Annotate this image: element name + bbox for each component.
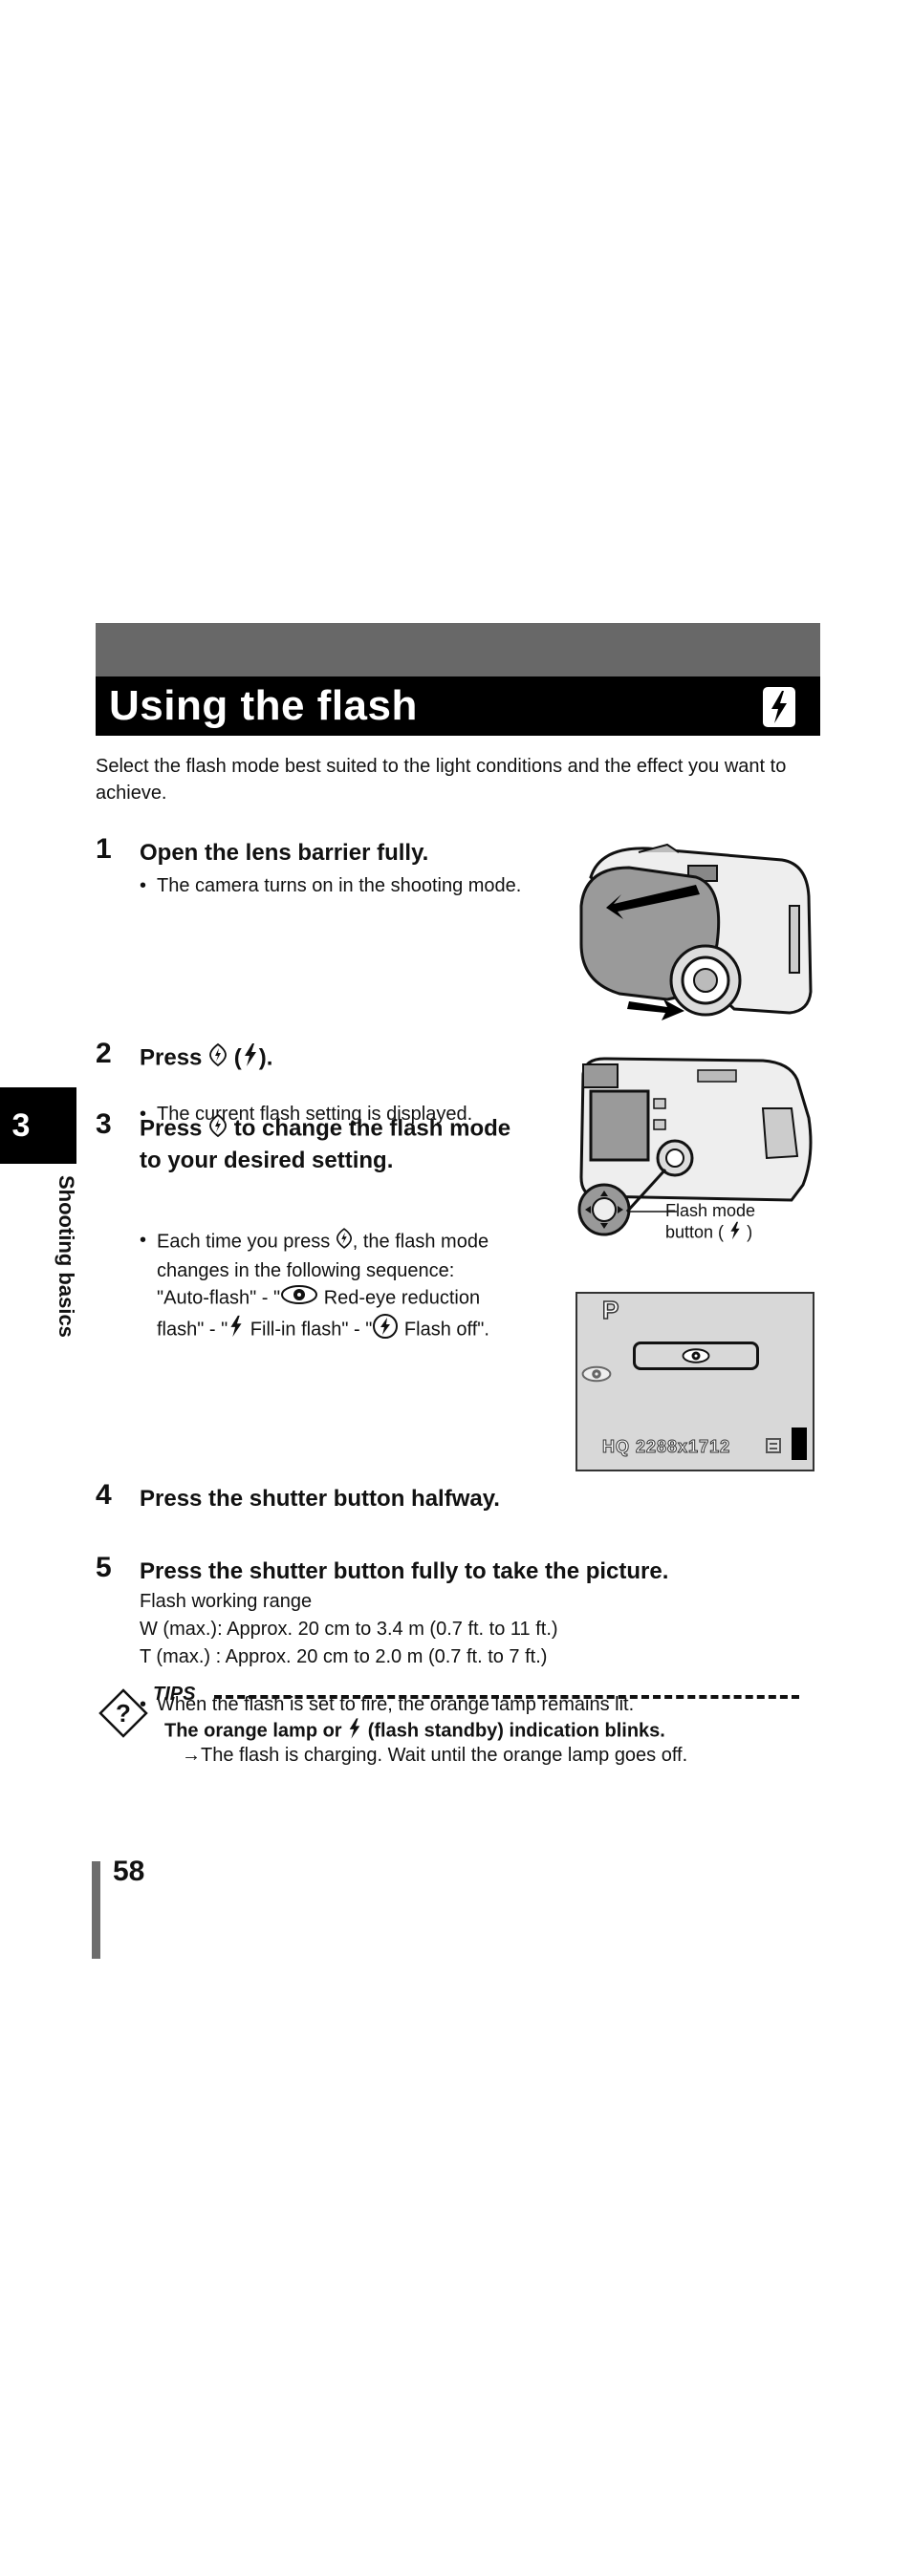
flash-mode-button-label: Flash mode button ( ) [665, 1200, 755, 1245]
chapter-number: 3 [11, 1107, 31, 1144]
step-4-bullet: When the flash is set to fire, the orang… [140, 1691, 826, 1718]
step-2-bullet: The current flash setting is displayed. [140, 1101, 568, 1127]
step-4-number: 4 [96, 1479, 112, 1511]
seq-fillin: Fill-in flash" - " [250, 1319, 373, 1341]
tips-label: TIPS [153, 1684, 196, 1705]
page-title: Using the flash [109, 682, 418, 729]
step-1-heading: Open the lens barrier fully. [140, 840, 429, 866]
flash-button-icon [336, 1227, 353, 1257]
step-3-heading-line2: to your desired setting. [140, 1148, 394, 1173]
tips-divider [214, 1695, 799, 1699]
seq-redeye: Red-eye reduction [323, 1287, 481, 1309]
seq-flash: flash" - " [157, 1319, 228, 1341]
tips-icon: ? [98, 1687, 149, 1744]
chapter-label-text: Shooting basics [54, 1175, 78, 1338]
red-eye-icon [581, 1364, 612, 1388]
camera-back-illustration [572, 1051, 822, 1252]
flash-icon [763, 687, 795, 727]
lcd-mode: P [601, 1295, 619, 1325]
step-5-heading: Press the shutter button fully to take t… [140, 1558, 669, 1584]
tips-body: →The flash is charging. Wait until the o… [182, 1745, 688, 1766]
step-3-bullet-post: , the flash mode [352, 1231, 489, 1253]
red-eye-icon [682, 1347, 710, 1369]
step-3-heading: Press to change the flash mode to your d… [140, 1113, 560, 1175]
flash-icon [242, 1042, 259, 1075]
flash-icon [347, 1717, 362, 1746]
tips-icon-char: ? [116, 1699, 131, 1728]
title-bar: Using the flash [96, 676, 820, 736]
flash-range-title: Flash working range [140, 1591, 313, 1612]
flash-off-icon [372, 1313, 399, 1347]
step-2-heading-pre: Press [140, 1044, 203, 1071]
step-3-bullet-pre: Each time you press [157, 1231, 331, 1253]
tips-heading-post: (flash standby) indication blinks. [367, 1720, 665, 1742]
lcd-flash-box [633, 1342, 759, 1370]
step-1-bullet: The camera turns on in the shooting mode… [140, 872, 539, 899]
step-3-heading-pre: Press [140, 1115, 203, 1142]
card-icon [765, 1437, 782, 1459]
step-1-number: 1 [96, 833, 112, 865]
step-3-bullet-line2: changes in the following sequence: [157, 1260, 455, 1281]
step-2-number: 2 [96, 1038, 112, 1069]
flash-range-t: T (max.) : Approx. 20 cm to 2.0 m (0.7 f… [140, 1646, 548, 1667]
step-3-heading-post: to change the flash mode [233, 1115, 511, 1142]
step-5-number: 5 [96, 1552, 112, 1583]
flash-button-icon [208, 1113, 228, 1146]
camera-lens-barrier-illustration [572, 839, 820, 1025]
flash-button-icon [208, 1042, 228, 1075]
lcd-battery-bar [792, 1428, 807, 1460]
lcd-status: HQ 2288x1712 [601, 1437, 731, 1457]
seq-off: Flash off". [403, 1319, 489, 1341]
step-3-number: 3 [96, 1108, 112, 1140]
step-3-bullet: Each time you press , the flash mode cha… [140, 1227, 577, 1347]
intro-text: Select the flash mode best suited to the… [96, 756, 787, 804]
red-eye-icon [280, 1284, 318, 1313]
header-band [96, 623, 820, 676]
chapter-label: Shooting basics [52, 1175, 80, 1366]
step-2-heading: Press (). [140, 1042, 272, 1075]
step-4-heading: Press the shutter button halfway. [140, 1486, 500, 1512]
chapter-tab: 3 [0, 1087, 76, 1164]
step-2-paren-close: ). [258, 1044, 273, 1071]
flash-mode-label-line1: Flash mode [665, 1201, 756, 1220]
flash-mode-label-line2-post: ) [747, 1222, 753, 1242]
page-number: 58 [113, 1856, 145, 1887]
page-number-bar [92, 1861, 100, 1959]
seq-autoflash: "Auto-flash" - " [157, 1287, 281, 1309]
tips-heading-pre: The orange lamp or [164, 1720, 342, 1742]
flash-mode-label-line2-pre: button ( [665, 1222, 725, 1242]
flash-range-w: W (max.): Approx. 20 cm to 3.4 m (0.7 ft… [140, 1619, 558, 1640]
flash-icon [228, 1315, 245, 1345]
step-2-paren-open: ( [233, 1044, 242, 1071]
tips-heading: The orange lamp or (flash standby) indic… [164, 1717, 665, 1746]
flash-icon [728, 1221, 742, 1245]
lcd-screen: P HQ 2288x1712 [575, 1292, 814, 1471]
